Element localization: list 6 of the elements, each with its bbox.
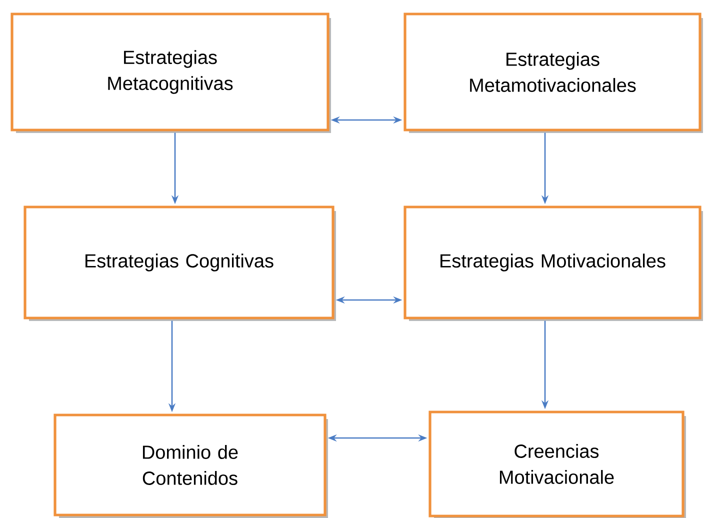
process-box: Creencias Motivacionale xyxy=(428,410,686,518)
process-box: Estrategias Cognitivas xyxy=(24,206,336,321)
process-box: Dominio de Contenidos xyxy=(54,414,328,518)
process-box: Estrategias Motivacionales xyxy=(404,206,703,321)
process-box: Estrategias Metacognitivas xyxy=(10,12,331,133)
process-box: Estrategias Metamotivacionales xyxy=(404,12,703,133)
